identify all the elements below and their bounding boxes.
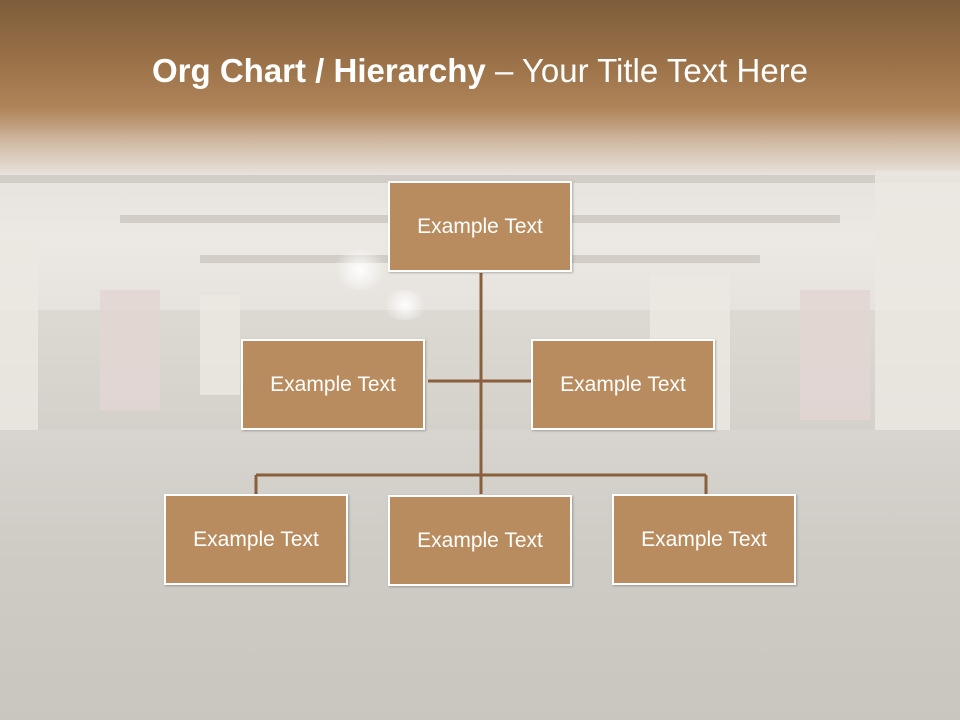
ceiling-light (380, 290, 430, 320)
org-node-child-1[interactable]: Example Text (164, 494, 348, 585)
pillar (200, 295, 240, 395)
pillar (100, 290, 160, 410)
node-label: Example Text (193, 527, 319, 551)
pillar (0, 240, 38, 450)
node-label: Example Text (417, 214, 543, 238)
node-label: Example Text (641, 527, 767, 551)
node-label: Example Text (270, 372, 396, 396)
ceiling-beam (0, 175, 960, 183)
node-label: Example Text (417, 528, 543, 552)
slide-title: Org Chart / Hierarchy – Your Title Text … (152, 52, 912, 102)
title-bold-part: Org Chart / Hierarchy (152, 52, 486, 89)
org-node-root[interactable]: Example Text (388, 181, 572, 272)
pillar (800, 290, 870, 420)
org-node-child-2[interactable]: Example Text (388, 495, 572, 586)
title-dash: – (485, 52, 522, 89)
org-node-assistant-right[interactable]: Example Text (531, 339, 715, 430)
org-node-assistant-left[interactable]: Example Text (241, 339, 425, 430)
node-label: Example Text (560, 372, 686, 396)
title-regular-part: Your Title Text Here (521, 52, 809, 89)
org-node-child-3[interactable]: Example Text (612, 494, 796, 585)
title-band (0, 0, 960, 175)
ceiling-light (330, 250, 390, 290)
